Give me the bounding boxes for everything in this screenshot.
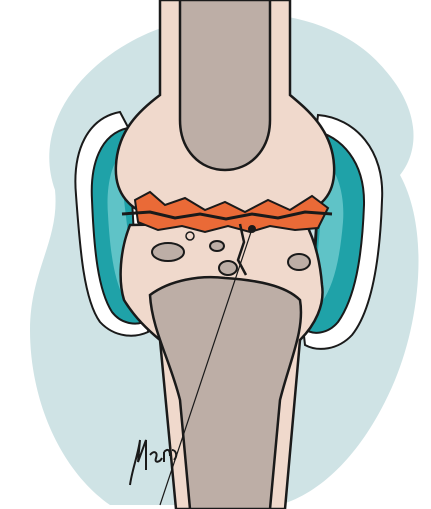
erosion-cyst (219, 261, 237, 275)
upper-bone-marrow (180, 0, 270, 170)
erosion-cyst (210, 241, 224, 251)
annotation-pointer-dot (248, 225, 256, 233)
erosion-cyst (152, 243, 184, 261)
erosion-cyst (288, 254, 310, 270)
